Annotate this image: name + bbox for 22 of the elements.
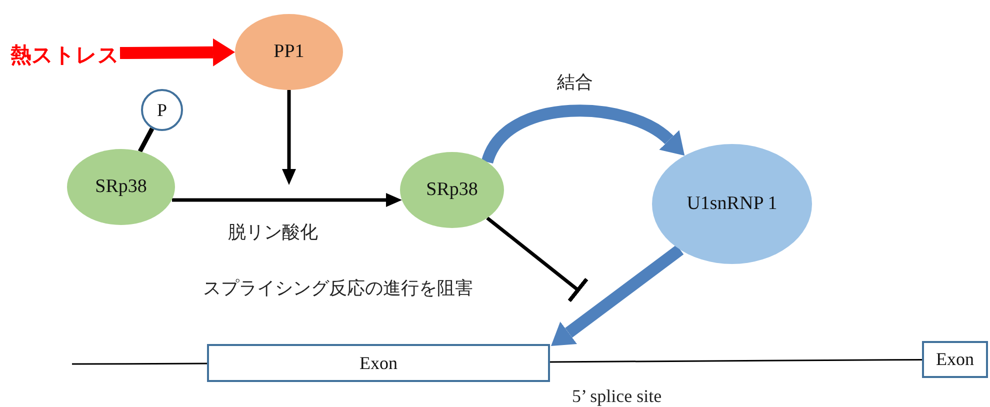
arrow: [172, 193, 402, 207]
node-label: PP1: [274, 41, 304, 63]
exon-box: [922, 341, 988, 378]
arrow: [482, 104, 686, 164]
stress-label: 熱ストレス: [10, 42, 120, 69]
arrow: [551, 244, 684, 346]
exon-box: [207, 344, 550, 382]
connector-line: [550, 358, 922, 363]
connector-line: [138, 127, 154, 152]
phosphate-circle: [141, 89, 183, 131]
connector-line: [72, 362, 207, 365]
node-label: U1snRNP 1: [686, 193, 778, 215]
arrow: [282, 90, 296, 185]
node-label: P: [156, 100, 167, 120]
node-label: SRp38: [426, 179, 478, 201]
node-label: Exon: [360, 352, 398, 374]
node-label: Exon: [936, 349, 974, 370]
edge-label: 結合: [557, 70, 593, 94]
arrow: [120, 38, 235, 66]
annotation-text: スプライシング反応の進行を阻害: [203, 276, 473, 300]
node-label: SRp38: [95, 176, 147, 198]
inhibition-line: [486, 216, 588, 302]
